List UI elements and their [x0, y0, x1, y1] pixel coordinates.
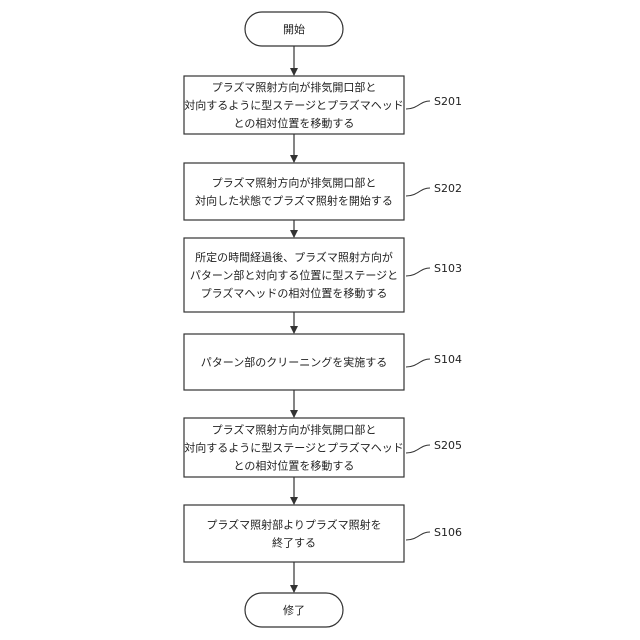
process-text-line: プラズマ照射方向が排気開口部と: [212, 176, 377, 190]
start-terminal: 開始: [245, 12, 343, 46]
process-text-line: 対向するように型ステージとプラズマヘッド: [184, 441, 404, 455]
process-step-s103: 所定の時間経過後、プラズマ照射方向がパターン部と対向する位置に型ステージとプラズ…: [184, 238, 462, 312]
process-text-line: パターン部のクリーニングを実施する: [201, 355, 387, 369]
process-text-line: 終了する: [272, 536, 316, 550]
process-text-line: 所定の時間経過後、プラズマ照射方向が: [195, 250, 393, 264]
process-box: [184, 163, 404, 220]
process-text-line: プラズマヘッドの相対位置を移動する: [201, 286, 388, 300]
label-leader-line: [406, 359, 430, 367]
step-id-label: S104: [434, 353, 462, 366]
process-text-line: 対向するように型ステージとプラズマヘッド: [184, 98, 404, 112]
step-id-label: S201: [434, 95, 462, 108]
process-box: [184, 505, 404, 562]
process-step-s201: プラズマ照射方向が排気開口部と対向するように型ステージとプラズマヘッドとの相対位…: [184, 76, 462, 134]
process-step-s205: プラズマ照射方向が排気開口部と対向するように型ステージとプラズマヘッドとの相対位…: [184, 418, 462, 477]
step-id-label: S103: [434, 262, 462, 275]
process-step-s106: プラズマ照射部よりプラズマ照射を終了する S106: [184, 505, 462, 562]
label-leader-line: [406, 445, 430, 453]
end-terminal: 修了: [245, 593, 343, 627]
process-text-line: パターン部と対向する位置に型ステージと: [190, 268, 398, 282]
process-step-s104: パターン部のクリーニングを実施する S104: [184, 334, 462, 390]
process-text-line: との相対位置を移動する: [234, 459, 355, 473]
step-id-label: S106: [434, 526, 462, 539]
end-terminal-label: 修了: [283, 603, 305, 617]
process-step-s202: プラズマ照射方向が排気開口部と対向した状態でプラズマ照射を開始する S202: [184, 163, 462, 220]
label-leader-line: [406, 532, 430, 540]
process-text-line: プラズマ照射方向が排気開口部と: [212, 80, 377, 94]
process-text-line: との相対位置を移動する: [234, 116, 355, 130]
flow-nodes: 開始修了プラズマ照射方向が排気開口部と対向するように型ステージとプラズマヘッドと…: [184, 12, 462, 627]
step-id-label: S202: [434, 182, 462, 195]
process-text-line: プラズマ照射部よりプラズマ照射を: [206, 518, 381, 532]
label-leader-line: [406, 268, 430, 276]
process-text-line: 対向した状態でプラズマ照射を開始する: [195, 194, 393, 208]
step-id-label: S205: [434, 439, 462, 452]
label-leader-line: [406, 188, 430, 196]
label-leader-line: [406, 101, 430, 109]
start-terminal-label: 開始: [283, 22, 305, 36]
process-text-line: プラズマ照射方向が排気開口部と: [212, 423, 377, 437]
